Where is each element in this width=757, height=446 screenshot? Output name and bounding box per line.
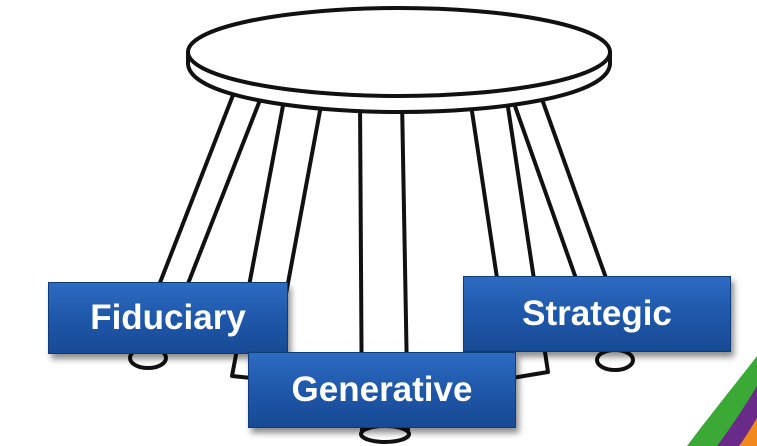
strategic-label: Strategic	[463, 276, 731, 352]
stool-seat-top	[186, 6, 612, 98]
fiduciary-label: Fiduciary	[48, 282, 288, 354]
corner-swoosh-purple	[717, 386, 757, 446]
stool-foot-center	[359, 424, 411, 444]
generative-label: Generative	[248, 352, 516, 428]
corner-swoosh-decoration	[687, 356, 757, 446]
stool-foot-back-right	[595, 348, 635, 372]
fiduciary-label-text: Fiduciary	[90, 298, 246, 337]
generative-label-text: Generative	[291, 370, 473, 409]
strategic-label-text: Strategic	[522, 294, 672, 333]
corner-swoosh-orange	[739, 418, 757, 446]
